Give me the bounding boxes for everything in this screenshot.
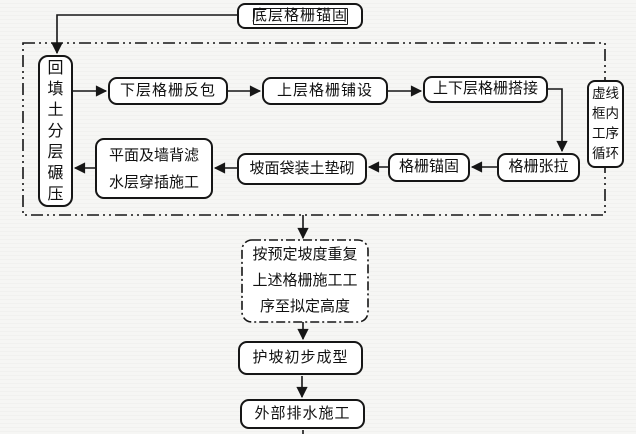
- node-grid-overlap: 上下层格栅搭接: [423, 76, 548, 103]
- node-loop-note: 虚线 框内 工序 循环: [587, 80, 624, 168]
- node-repeat-process: 按预定坡度重复 上述格栅施工工 序至拟定高度: [242, 240, 368, 322]
- node-grid-tension: 格栅张拉: [497, 153, 580, 182]
- node-backfill-compaction: 回 填 土 分 层 碾 压: [38, 55, 73, 207]
- node-label: 上下层格栅搭接: [432, 80, 538, 98]
- node-grid-anchor: 格栅锚固: [388, 153, 470, 182]
- node-label: 按预定坡度重复 上述格栅施工工 序至拟定高度: [252, 246, 358, 315]
- node-external-drainage: 外部排水施工: [240, 399, 365, 429]
- node-label: 回 填 土 分 层 碾 压: [47, 59, 64, 203]
- node-filter-layer-work: 平面及墙背滤 水层穿插施工: [95, 138, 213, 199]
- node-label: 虚线 框内 工序 循环: [592, 86, 619, 161]
- node-label: 格栅张拉: [508, 158, 569, 176]
- node-slope-initial-form: 护坡初步成型: [238, 341, 363, 375]
- node-label: 外部排水施工: [254, 404, 351, 422]
- node-label: 护坡初步成型: [252, 348, 349, 366]
- arrow-overlap-to-tension: [548, 88, 568, 153]
- node-label: 坡面袋装土垫砌: [249, 159, 355, 177]
- node-label: 下层格栅反包: [119, 81, 216, 99]
- repeat-process-box-border: [241, 239, 369, 323]
- node-label: 平面及墙背滤 水层穿插施工: [108, 146, 199, 191]
- node-label: 格栅锚固: [398, 158, 459, 176]
- node-label: 上层格栅铺设: [276, 81, 373, 99]
- node-lower-grid-wrap: 下层格栅反包: [108, 77, 228, 105]
- node-label: 底层格栅锚固: [251, 6, 348, 24]
- node-slope-bagged-soil: 坡面袋装土垫砌: [237, 153, 367, 185]
- node-upper-grid-lay: 上层格栅铺设: [262, 77, 388, 105]
- node-bottom-grid-anchor: 底层格栅锚固: [237, 3, 363, 29]
- arrow-anchor-to-backfill: [51, 14, 237, 55]
